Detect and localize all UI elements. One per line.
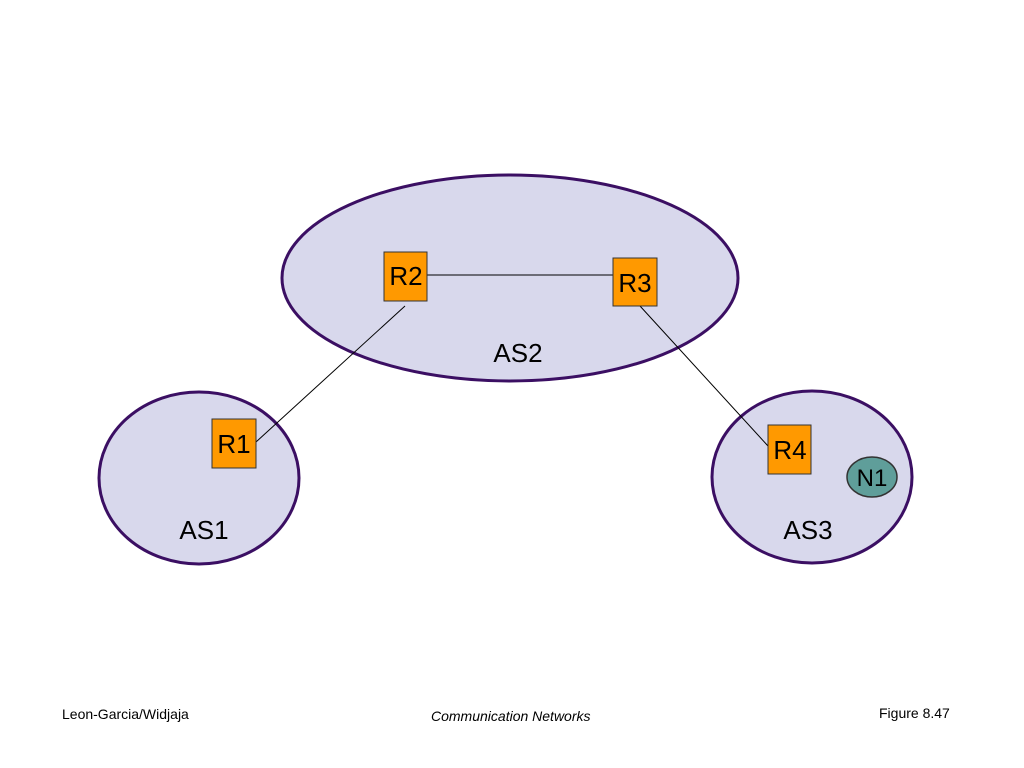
router-r2-label: R2 — [389, 261, 422, 291]
as3-ellipse — [710, 389, 914, 565]
router-r3-label: R3 — [618, 268, 651, 298]
footer-author: Leon-Garcia/Widjaja — [62, 706, 189, 722]
router-r3: R3 — [612, 257, 658, 307]
link-r3-r4 — [639, 305, 769, 447]
link-r1-r2 — [255, 305, 406, 443]
router-r4: R4 — [767, 424, 812, 475]
router-r2: R2 — [383, 251, 428, 302]
as3-label: AS3 — [783, 515, 832, 545]
as2-ellipse — [280, 173, 740, 383]
network-n1-label: N1 — [857, 465, 888, 492]
footer-figure-number: Figure 8.47 — [879, 705, 950, 721]
router-r1-label: R1 — [217, 429, 250, 459]
footer-book-title: Communication Networks — [431, 708, 591, 724]
network-n1: N1 — [846, 456, 898, 498]
as1-label: AS1 — [179, 515, 228, 545]
as2-label: AS2 — [493, 338, 542, 368]
router-r4-label: R4 — [773, 435, 806, 465]
router-r1: R1 — [211, 418, 257, 469]
